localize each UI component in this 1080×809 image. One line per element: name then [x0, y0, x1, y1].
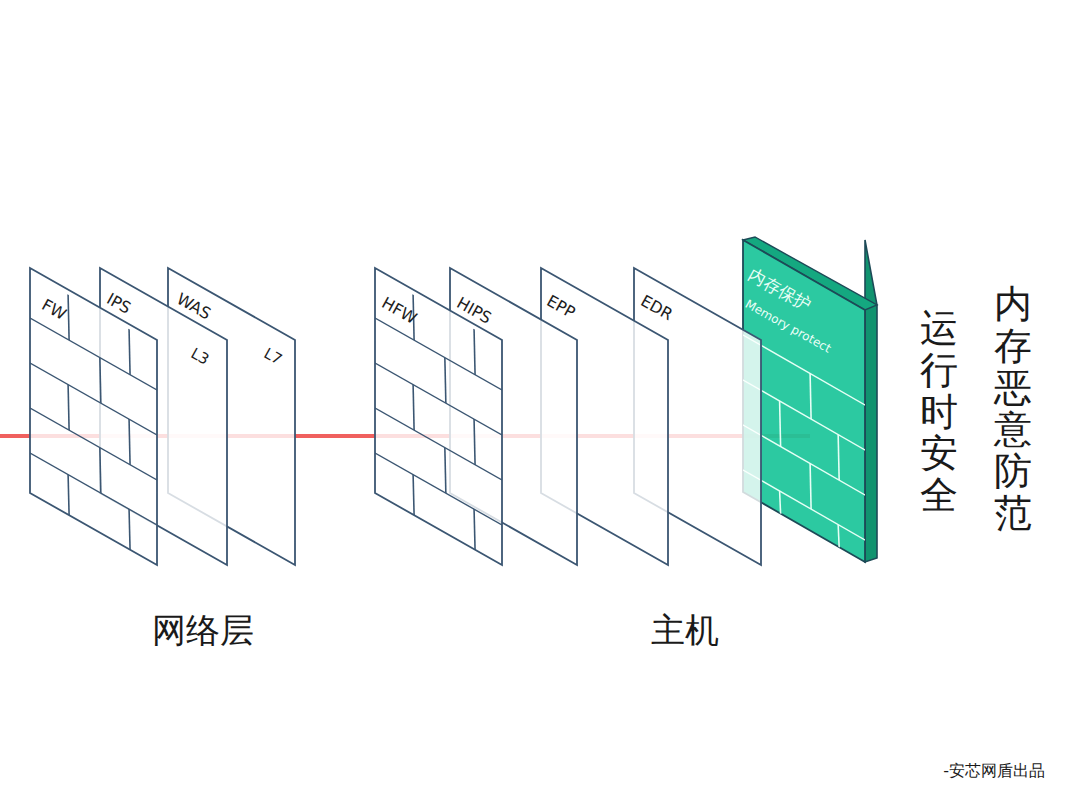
brick-joint [68, 295, 69, 341]
panel-face [168, 268, 295, 565]
brick-joint [68, 475, 69, 516]
brick-joint [100, 358, 101, 404]
brick-line [375, 363, 502, 435]
brick-joint [810, 464, 811, 510]
brick-joint [129, 329, 130, 375]
memory-protect-panel: 内存保护Memory protect [743, 240, 877, 562]
panel-face [450, 268, 577, 565]
label-anchor: -安芯网盾出品 [943, 761, 1045, 780]
brick-joint [474, 329, 475, 375]
panel-face [634, 268, 761, 565]
brick-line [375, 453, 502, 525]
watermark: -安芯网盾出品 [943, 762, 1045, 780]
brick-line [743, 335, 865, 405]
brick-joint [100, 448, 101, 494]
text-anchor: FW [43, 294, 68, 313]
security-layer-panel: HFW [375, 268, 502, 565]
brick-line [30, 408, 157, 480]
brick-line [375, 318, 502, 390]
text-anchor: 内存保护 [750, 264, 818, 283]
panel-face [100, 268, 227, 565]
text-anchor: L3 [192, 342, 210, 361]
brick-joint [780, 401, 781, 447]
security-layer-panel: FW [30, 268, 157, 565]
vertical-caption: 内存恶意防范 [994, 284, 1032, 535]
brick-joint [838, 435, 839, 481]
brick-line [30, 453, 157, 525]
label-anchor: 网络层 [152, 612, 254, 649]
brick-joint [445, 448, 446, 494]
brick-joint [474, 419, 475, 465]
brick-joint [413, 475, 414, 516]
text-anchor: EDR [642, 290, 676, 309]
brick-joint [780, 491, 781, 514]
brick-pattern [375, 273, 502, 565]
panel-face [375, 268, 502, 565]
brick-pattern [743, 335, 865, 562]
brick-joint [838, 525, 839, 548]
text-anchor: HFW [383, 292, 420, 311]
label-anchor: 主机 [651, 612, 719, 649]
brick-joint [474, 509, 475, 550]
brick-line [30, 318, 157, 390]
text-anchor: HIPS [458, 292, 495, 311]
brick-line [743, 380, 865, 450]
brick-line [743, 470, 865, 540]
text-anchor: EPP [548, 290, 577, 309]
brick-joint [413, 385, 414, 431]
brick-joint [445, 358, 446, 404]
group-label: 主机 [651, 612, 719, 649]
brick-joint [129, 509, 130, 550]
brick-line [375, 408, 502, 480]
brick-joint [810, 374, 811, 420]
brick-joint [129, 419, 130, 465]
text-anchor: WAS [178, 288, 214, 307]
text-anchor: L7 [265, 342, 283, 361]
brick-joint [68, 385, 69, 431]
label-anchor: 运行时安全 [920, 308, 958, 517]
brick-line [743, 425, 865, 495]
brick-line [30, 363, 157, 435]
panel-face [743, 240, 865, 562]
label-anchor: 内存恶意防范 [994, 284, 1032, 535]
group-label: 网络层 [152, 612, 254, 649]
vertical-caption: 运行时安全 [920, 308, 958, 517]
text-anchor: IPS [108, 288, 133, 307]
panel-side [865, 240, 877, 562]
